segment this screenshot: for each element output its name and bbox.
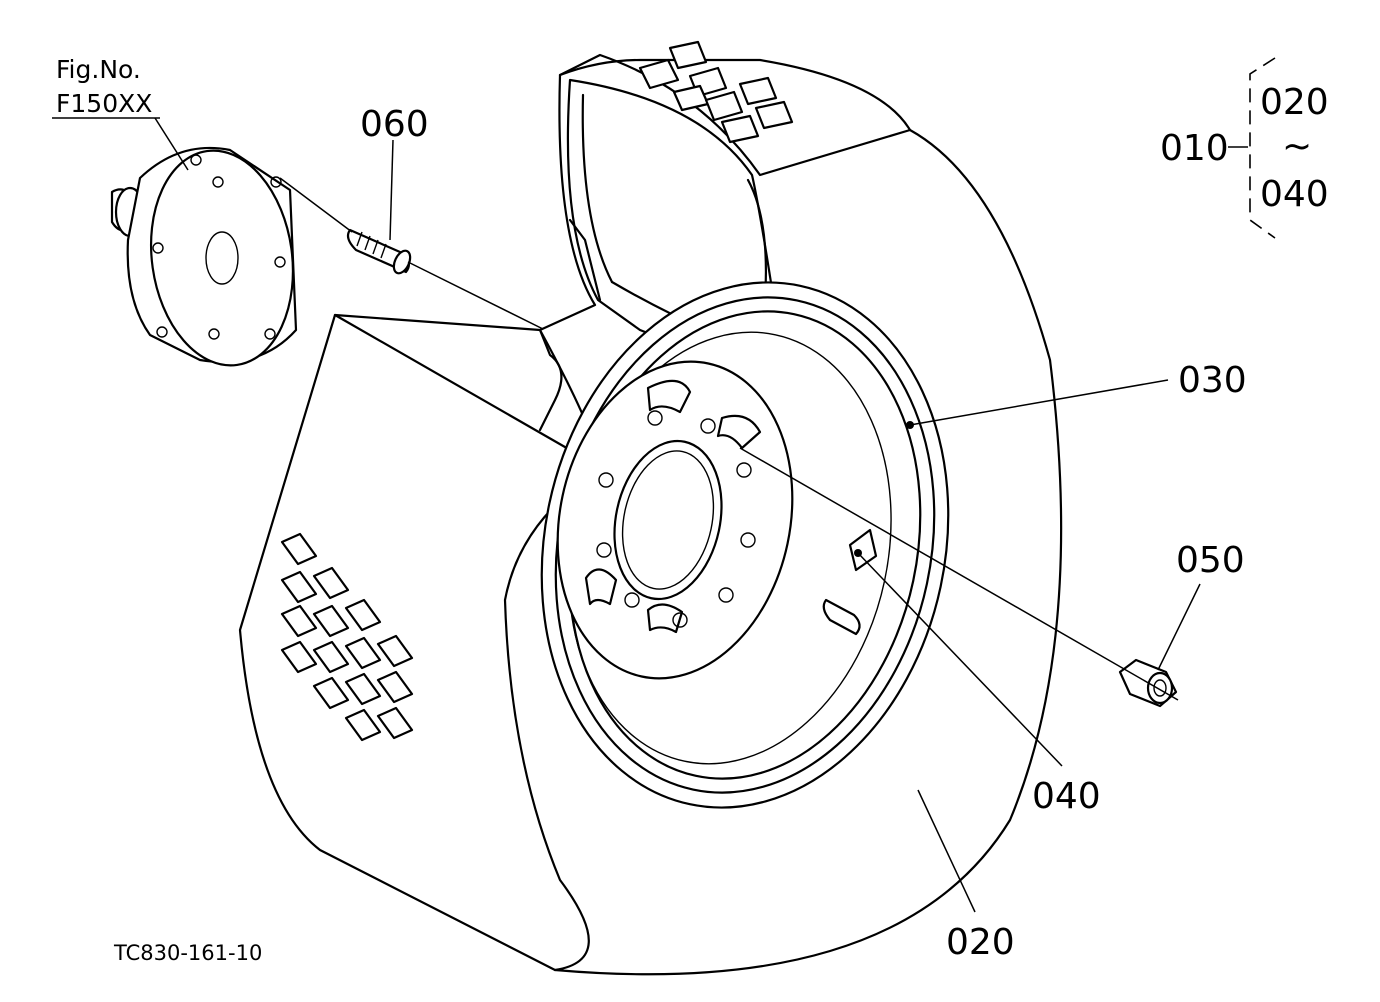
hub-flange: [110, 146, 298, 367]
callout-030: 030: [1178, 360, 1247, 401]
fig-label: Fig.No.: [56, 55, 141, 84]
stud-bolt-060: [346, 228, 412, 275]
callout-050: 050: [1176, 540, 1245, 581]
wheel-rim-030: [540, 281, 950, 809]
range-tilde: ~: [1282, 126, 1312, 167]
tread-pattern-top: [638, 40, 794, 144]
callout-040-range-end: 040: [1260, 174, 1329, 215]
drawing-code: TC830-161-10: [113, 941, 262, 965]
fig-number: F150XX: [56, 89, 152, 118]
callout-020: 020: [946, 922, 1015, 963]
assembly-range-bracket: [1228, 57, 1276, 239]
tread-pattern-side: [280, 532, 414, 742]
callout-010: 010: [1160, 128, 1229, 169]
callout-040: 040: [1032, 776, 1101, 817]
callout-020-range-start: 020: [1260, 82, 1329, 123]
callout-060: 060: [360, 104, 429, 145]
